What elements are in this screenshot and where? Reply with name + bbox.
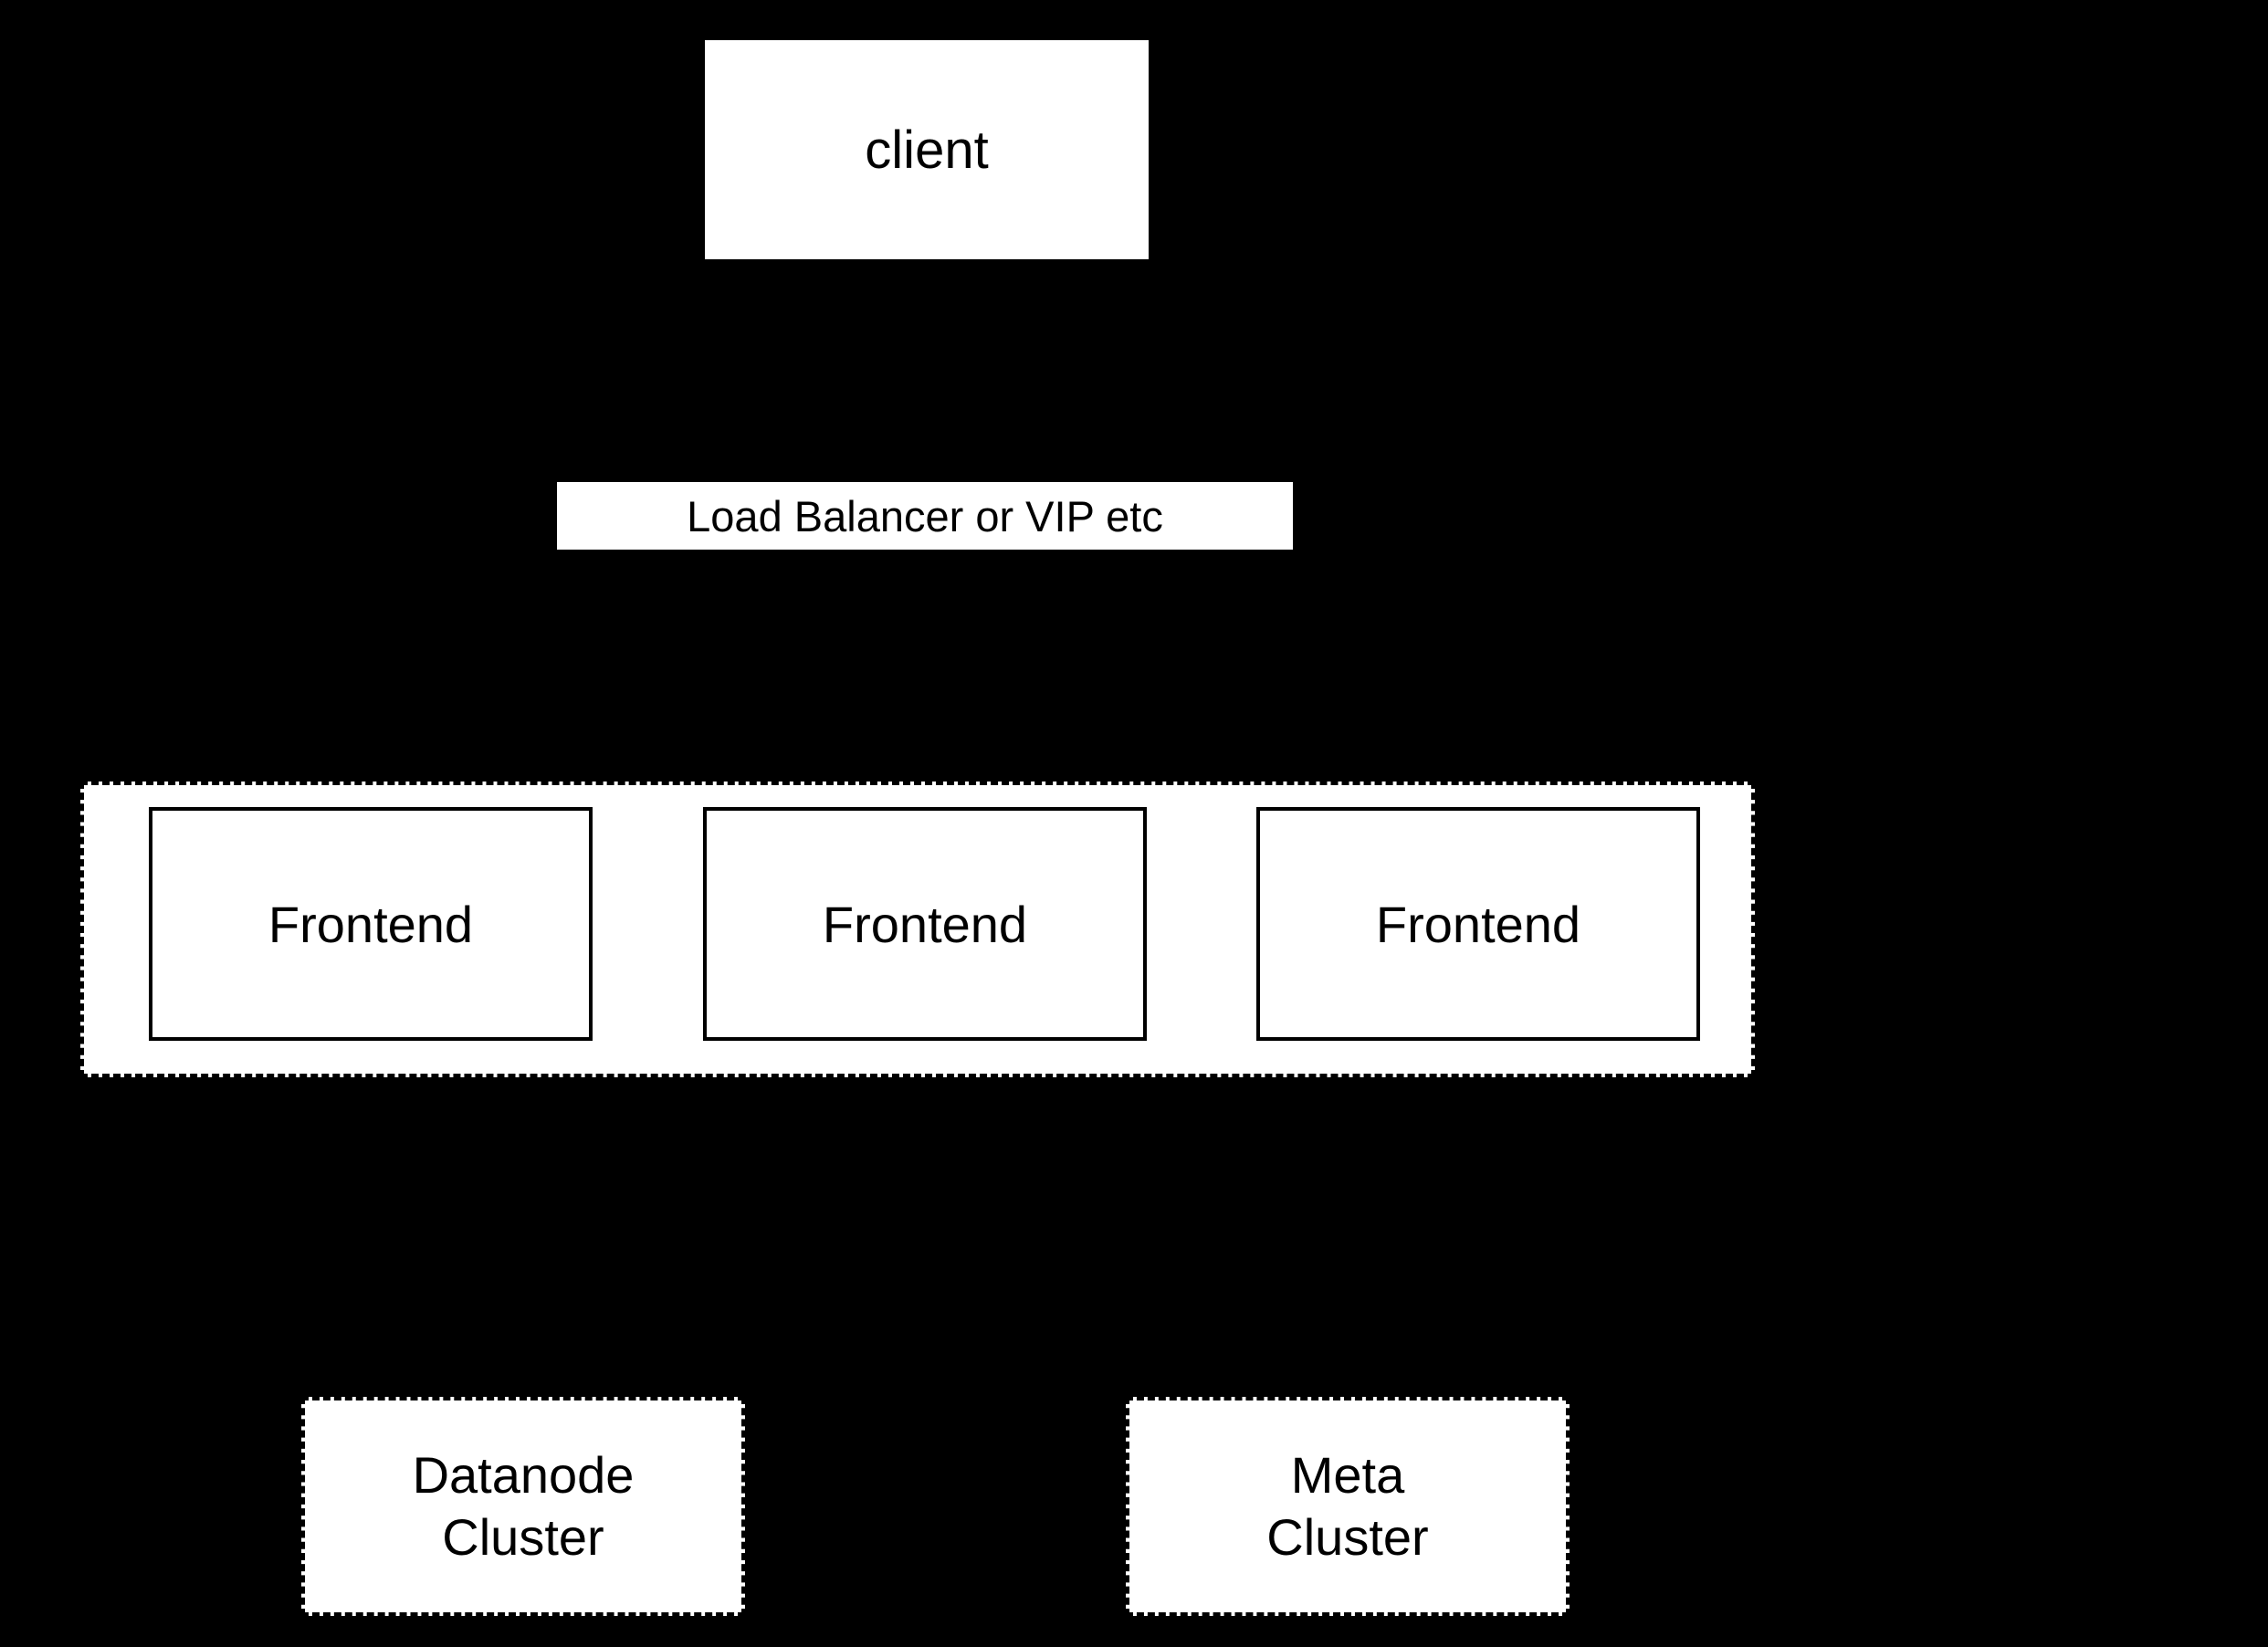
frontend-group-container: Frontend Frontend Frontend [80, 782, 1755, 1077]
frontend-node-3: Frontend [1256, 807, 1700, 1041]
frontend-node-2: Frontend [703, 807, 1147, 1041]
datanode-cluster-node: Datanode Cluster [301, 1397, 745, 1616]
frontend-node-1: Frontend [149, 807, 593, 1041]
meta-cluster-node: Meta Cluster [1126, 1397, 1570, 1616]
load-balancer-node: Load Balancer or VIP etc [557, 482, 1293, 550]
client-node: client [705, 40, 1149, 259]
